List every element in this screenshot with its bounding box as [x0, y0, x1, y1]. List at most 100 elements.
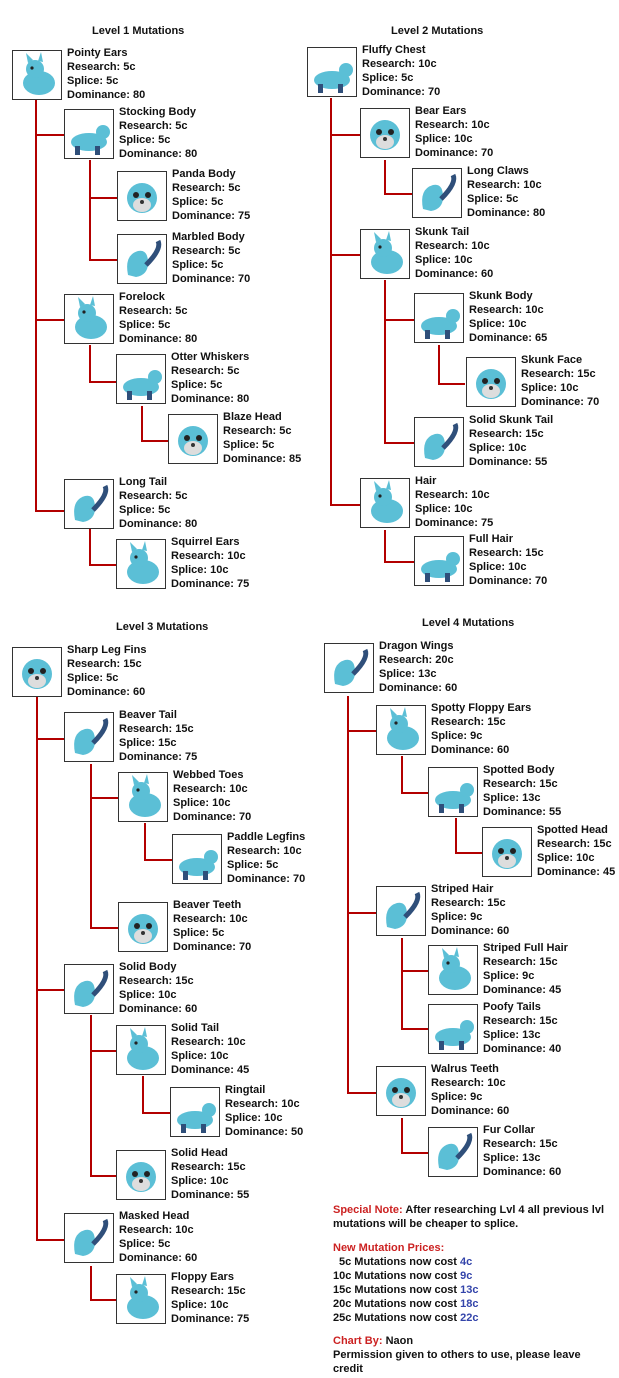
- webbed-toes-icon: [118, 772, 168, 822]
- mutation-dominance: Dominance: 50: [225, 1126, 304, 1138]
- mutation-name: Solid Head: [171, 1147, 228, 1159]
- connector: [35, 100, 37, 512]
- mutation-name: Beaver Teeth: [173, 899, 242, 911]
- mutation-dominance: Dominance: 75: [119, 751, 198, 763]
- special-note-label: Special Note:: [333, 1204, 403, 1216]
- mutation-name: Fluffy Chest: [362, 44, 426, 56]
- connector: [384, 442, 414, 444]
- connector: [35, 134, 64, 136]
- mutation-name: Solid Tail: [171, 1022, 220, 1034]
- panda-body-icon: [117, 171, 167, 221]
- mutation-name: Long Claws: [467, 165, 529, 177]
- mutation-dominance: Dominance: 80: [67, 89, 146, 101]
- mutation-research: Research: 10c: [415, 119, 490, 131]
- ringtail-icon: [170, 1087, 220, 1137]
- prices-title: New Mutation Prices:: [333, 1242, 445, 1254]
- solid-body-icon: [64, 964, 114, 1014]
- mutation-name: Stocking Body: [119, 106, 197, 118]
- fur-collar-icon: [428, 1127, 478, 1177]
- level-2-title: Level 2 Mutations: [391, 25, 484, 37]
- mutation-research: Research: 10c: [431, 1077, 506, 1089]
- mutation-splice: Splice: 9c: [483, 970, 535, 982]
- permission-text: Permission given to others to use, pleas…: [333, 1349, 581, 1361]
- level-4-title: Level 4 Mutations: [422, 617, 515, 629]
- connector: [330, 134, 360, 136]
- connector: [89, 197, 117, 199]
- connector: [142, 1112, 170, 1114]
- long-claws-icon: [412, 168, 462, 218]
- mutation-research: Research: 20c: [379, 654, 454, 666]
- connector: [455, 818, 457, 854]
- mutation-splice: Splice: 13c: [483, 1029, 541, 1041]
- connector: [438, 345, 440, 385]
- connector: [384, 160, 386, 195]
- mutation-dominance: Dominance: 55: [171, 1189, 250, 1201]
- mutation-research: Research: 15c: [171, 1285, 246, 1297]
- mutation-dominance: Dominance: 70: [415, 147, 494, 159]
- mutation-name: Spotted Body: [483, 764, 555, 776]
- mutation-splice: Splice: 9c: [431, 730, 483, 742]
- mutation-name: Pointy Ears: [67, 47, 128, 59]
- credit-block: Chart By: Naon Permission given to other…: [333, 1334, 581, 1376]
- connector: [89, 259, 117, 261]
- mutation-name: Webbed Toes: [173, 769, 244, 781]
- connector: [330, 98, 332, 506]
- mutation-research: Research: 5c: [223, 425, 292, 437]
- level-3-title: Level 3 Mutations: [116, 621, 209, 633]
- connector: [330, 254, 360, 256]
- connector: [89, 345, 91, 383]
- connector: [347, 912, 376, 914]
- mutation-dominance: Dominance: 60: [431, 925, 510, 937]
- pointy-ears-icon: [12, 50, 62, 100]
- mutation-dominance: Dominance: 60: [431, 1105, 510, 1117]
- price-row: 15c Mutations now cost 13c: [333, 1283, 479, 1297]
- mutation-research: Research: 15c: [537, 838, 612, 850]
- walrus-teeth-icon: [376, 1066, 426, 1116]
- connector: [89, 160, 91, 261]
- mutation-splice: Splice: 10c: [469, 561, 527, 573]
- mutation-research: Research: 15c: [119, 975, 194, 987]
- mutation-research: Research: 10c: [171, 550, 246, 562]
- mutation-splice: Splice: 5c: [173, 927, 225, 939]
- special-note: Special Note: After researching Lvl 4 al…: [333, 1203, 604, 1231]
- price-text: 5c Mutations now cost: [339, 1256, 461, 1268]
- mutation-dominance: Dominance: 80: [171, 393, 250, 405]
- mutation-splice: Splice: 13c: [483, 1152, 541, 1164]
- connector: [330, 504, 360, 506]
- mutation-name: Bear Ears: [415, 105, 467, 117]
- mutation-research: Research: 5c: [119, 120, 188, 132]
- mutation-splice: Splice: 10c: [415, 133, 473, 145]
- mutation-name: Long Tail: [119, 476, 168, 488]
- permission-text-2: credit: [333, 1363, 363, 1375]
- mutation-name: Striped Hair: [431, 883, 494, 895]
- fluffy-chest-icon: [307, 47, 357, 97]
- connector: [36, 697, 38, 1241]
- connector: [89, 529, 91, 566]
- connector: [36, 989, 64, 991]
- connector: [401, 938, 403, 1030]
- solid-head-icon: [116, 1150, 166, 1200]
- mutation-name: Hair: [415, 475, 437, 487]
- mutation-research: Research: 15c: [171, 1161, 246, 1173]
- mutation-dominance: Dominance: 70: [227, 873, 306, 885]
- connector: [384, 530, 386, 563]
- connector: [438, 383, 465, 385]
- mutation-name: Otter Whiskers: [171, 351, 250, 363]
- price-row: 10c Mutations now cost 9c: [333, 1269, 479, 1283]
- mutation-splice: Splice: 10c: [171, 564, 229, 576]
- price-cost: 13c: [460, 1284, 479, 1296]
- mutation-name: Solid Body: [119, 961, 177, 973]
- mutation-splice: Splice: 5c: [67, 75, 119, 87]
